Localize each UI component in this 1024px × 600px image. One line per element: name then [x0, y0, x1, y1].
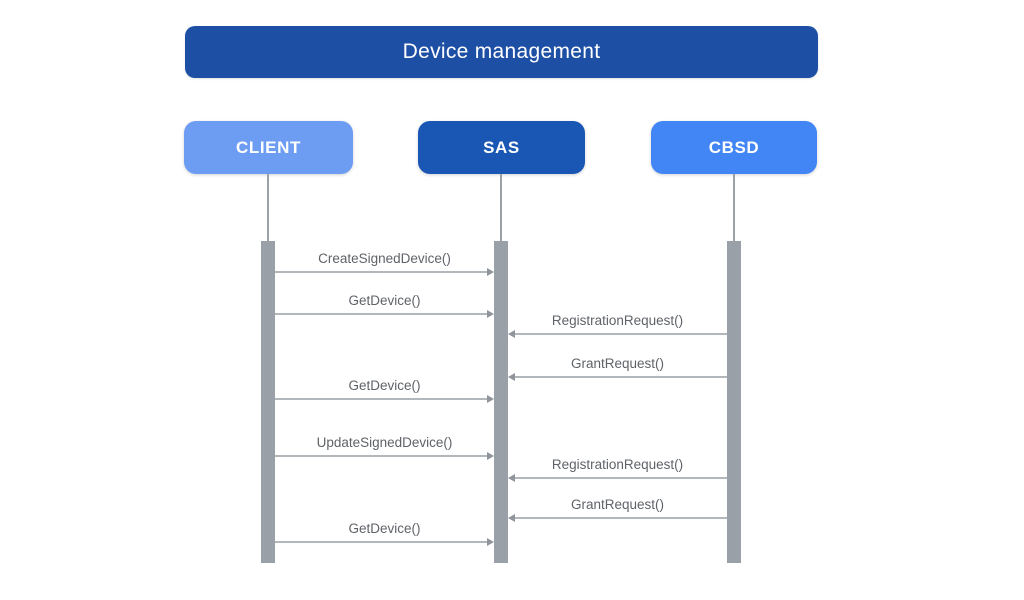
message-line	[515, 517, 727, 519]
message-label: RegistrationRequest()	[551, 457, 684, 472]
message-label: GrantRequest()	[570, 497, 665, 512]
arrowhead-right-icon	[487, 395, 494, 403]
message-line	[515, 477, 727, 479]
message-label: GetDevice()	[348, 378, 421, 393]
message-line	[275, 271, 487, 273]
message-line	[275, 313, 487, 315]
message-label: CreateSignedDevice()	[318, 251, 451, 266]
arrowhead-right-icon	[487, 538, 494, 546]
lifeline-cbsd	[733, 174, 735, 241]
arrowhead-right-icon	[487, 310, 494, 318]
actor-label-sas: SAS	[483, 137, 520, 157]
actor-box-sas: SAS	[418, 121, 585, 174]
arrowhead-left-icon	[508, 373, 515, 381]
arrowhead-left-icon	[508, 330, 515, 338]
message-label: GetDevice()	[348, 521, 421, 536]
arrowhead-left-icon	[508, 474, 515, 482]
activation-bar-client	[261, 241, 275, 563]
actor-label-client: CLIENT	[236, 137, 301, 157]
arrowhead-left-icon	[508, 514, 515, 522]
actor-label-cbsd: CBSD	[708, 137, 760, 157]
message-line	[515, 376, 727, 378]
arrowhead-right-icon	[487, 452, 494, 460]
arrowhead-right-icon	[487, 268, 494, 276]
lifeline-client	[267, 174, 269, 241]
message-label: RegistrationRequest()	[551, 313, 684, 328]
message-line	[275, 541, 487, 543]
message-line	[275, 455, 487, 457]
message-line	[515, 333, 727, 335]
lifeline-sas	[500, 174, 502, 241]
diagram-title: Device management	[185, 26, 818, 78]
activation-bar-cbsd	[727, 241, 741, 563]
activation-bar-sas	[494, 241, 508, 563]
message-label: GrantRequest()	[570, 356, 665, 371]
message-label: GetDevice()	[348, 293, 421, 308]
actor-box-client: CLIENT	[184, 121, 353, 174]
message-label: UpdateSignedDevice()	[316, 435, 453, 450]
actor-box-cbsd: CBSD	[651, 121, 817, 174]
message-line	[275, 398, 487, 400]
